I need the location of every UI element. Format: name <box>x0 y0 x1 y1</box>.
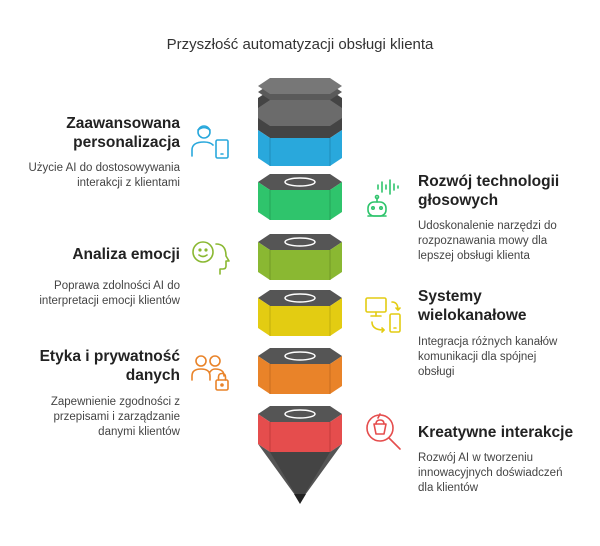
segment-multichannel <box>258 290 342 336</box>
heading-emotion-analysis: Analiza emocji <box>72 246 180 263</box>
pencil-tip <box>258 444 342 504</box>
segment-creative <box>258 406 342 452</box>
multichannel-devices-icon <box>365 297 401 333</box>
segment-personalization <box>258 78 342 166</box>
voice-bot-icon <box>367 179 399 217</box>
diagram-title: Przyszłość automatyzacji obsługi klienta <box>166 36 434 53</box>
users-lock-icon <box>191 355 229 391</box>
emotion-head-icon <box>192 241 230 275</box>
creative-search-icon <box>366 413 401 450</box>
stacked-prism-diagram <box>258 78 342 504</box>
heading-creative: Kreatywne interakcje <box>418 424 574 441</box>
segment-emotion-analysis <box>258 234 342 280</box>
segment-ethics <box>258 348 342 394</box>
segment-voice-tech <box>258 174 342 220</box>
person-tablet-icon <box>191 125 229 159</box>
